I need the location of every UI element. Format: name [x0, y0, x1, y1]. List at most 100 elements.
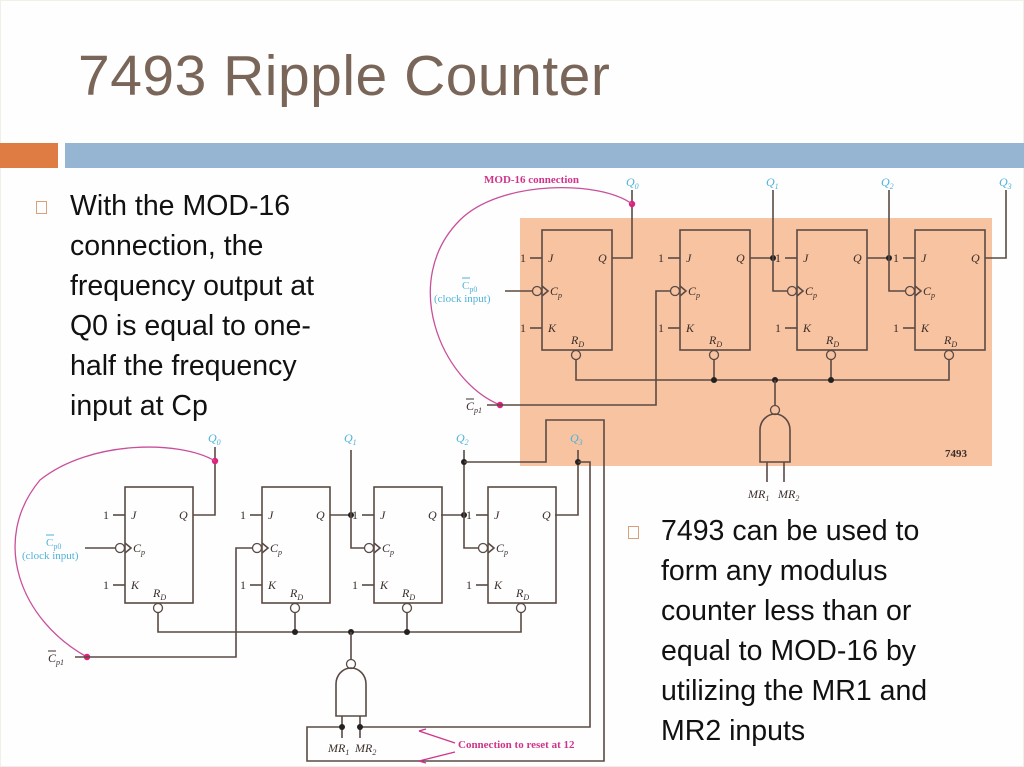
junction-dot	[828, 377, 834, 383]
q1-label: Q1	[766, 175, 779, 191]
clock-input-note: (clock input)	[434, 293, 491, 305]
rd-label: RD	[515, 586, 529, 602]
j-input-label: 1	[893, 251, 899, 265]
q1-label: Q1	[344, 431, 357, 447]
reset-bubble	[515, 602, 527, 614]
reset-bubble	[708, 349, 720, 361]
k-input-label: 1	[520, 321, 526, 335]
q2-label: Q2	[456, 431, 469, 447]
clock-input-note: (clock input)	[22, 550, 79, 562]
reset-bus	[575, 360, 950, 381]
k-input-label: 1	[352, 578, 358, 592]
cp-label: Cp	[382, 541, 394, 557]
j-input-label: 1	[658, 251, 664, 265]
k-label: K	[547, 321, 557, 335]
nand-output-bubble	[345, 658, 357, 670]
reset-bubble	[289, 602, 301, 614]
j-input-label: 1	[103, 508, 109, 522]
rd-label: RD	[943, 333, 957, 349]
junction-dot	[711, 377, 717, 383]
k-input-label: 1	[658, 321, 664, 335]
junction-dot	[357, 724, 363, 730]
q0-wire	[612, 190, 633, 259]
annotation-arrow-lower	[418, 751, 456, 762]
clock-triangle	[914, 285, 923, 297]
slide-title: 7493 Ripple Counter	[78, 44, 611, 108]
k-input-label: 1	[240, 578, 246, 592]
q-label: Q	[428, 508, 437, 522]
cp-label: Cp	[133, 541, 145, 557]
k-input-label: 1	[893, 321, 899, 335]
bullet-modulus: 7493 can be used to form any modulus cou…	[628, 511, 1008, 751]
q0-label: Q0	[208, 431, 221, 447]
clock-triangle	[373, 542, 382, 554]
q3-label: Q3	[999, 175, 1012, 191]
clock-triangle	[261, 542, 270, 554]
q0-label: Q0	[626, 175, 639, 191]
clock-triangle	[487, 542, 496, 554]
k-label: K	[802, 321, 812, 335]
chip-background	[520, 218, 992, 466]
q3-label: Q3	[570, 431, 583, 447]
bullet-text: With the MOD-16 connection, the frequenc…	[70, 190, 315, 422]
q-label: Q	[542, 508, 551, 522]
q2-clock-wire	[888, 190, 906, 292]
cp-label: Cp	[805, 284, 817, 300]
reset-bubble	[825, 349, 837, 361]
q2-label: Q2	[881, 175, 894, 191]
cp0-label: Cp0	[46, 537, 61, 551]
mod16-annotation: MOD-16 connection	[484, 174, 579, 186]
j-label: J	[548, 251, 554, 265]
q1-clock-wire	[350, 450, 365, 549]
cp1-label: Cp1	[48, 651, 64, 667]
clock-triangle	[679, 285, 688, 297]
k-input-label: 1	[466, 578, 472, 592]
q0-wire	[193, 447, 216, 516]
arrowhead	[418, 728, 427, 732]
cp-label: Cp	[270, 541, 282, 557]
q1-clock-wire	[772, 190, 788, 292]
q-label: Q	[971, 251, 980, 265]
reset-bubble	[570, 349, 582, 361]
j-input-label: 1	[352, 508, 358, 522]
q-label: Q	[853, 251, 862, 265]
annotation-arrow-upper	[418, 730, 456, 744]
cp-label: Cp	[550, 284, 562, 300]
q2-reset-wire	[306, 419, 605, 762]
q3-wire	[985, 190, 1007, 259]
junction-dot	[339, 724, 345, 730]
chip-label: 7493	[945, 448, 968, 460]
mod16-connection-curve	[429, 187, 633, 406]
k-label: K	[130, 578, 140, 592]
cp1-label: Cp1	[466, 399, 482, 415]
cp-label: Cp	[496, 541, 508, 557]
cp1-wire	[75, 547, 253, 658]
reset-bubble	[152, 602, 164, 614]
clock-triangle	[796, 285, 805, 297]
bullet-marker-icon	[628, 526, 639, 539]
q-label: Q	[179, 508, 188, 522]
k-input-label: 1	[103, 578, 109, 592]
bullet-mod16: With the MOD-16 connection, the frequenc…	[36, 186, 366, 426]
j-input-label: 1	[466, 508, 472, 522]
j-label: J	[380, 508, 386, 522]
reset-bubble	[401, 602, 413, 614]
mr2-label: MR2	[354, 741, 376, 757]
reset-bubble	[943, 349, 955, 361]
junction-dot	[292, 629, 298, 635]
q-label: Q	[736, 251, 745, 265]
rd-label: RD	[152, 586, 166, 602]
rd-label: RD	[825, 333, 839, 349]
k-label: K	[267, 578, 277, 592]
k-input-label: 1	[775, 321, 781, 335]
j-label: J	[131, 508, 137, 522]
mod16-connection-curve	[14, 446, 216, 658]
mr1-label: MR1	[747, 487, 769, 503]
q3-wire	[555, 450, 579, 516]
accent-bar-blue	[65, 143, 1024, 168]
j-label: J	[686, 251, 692, 265]
j-input-label: 1	[520, 251, 526, 265]
